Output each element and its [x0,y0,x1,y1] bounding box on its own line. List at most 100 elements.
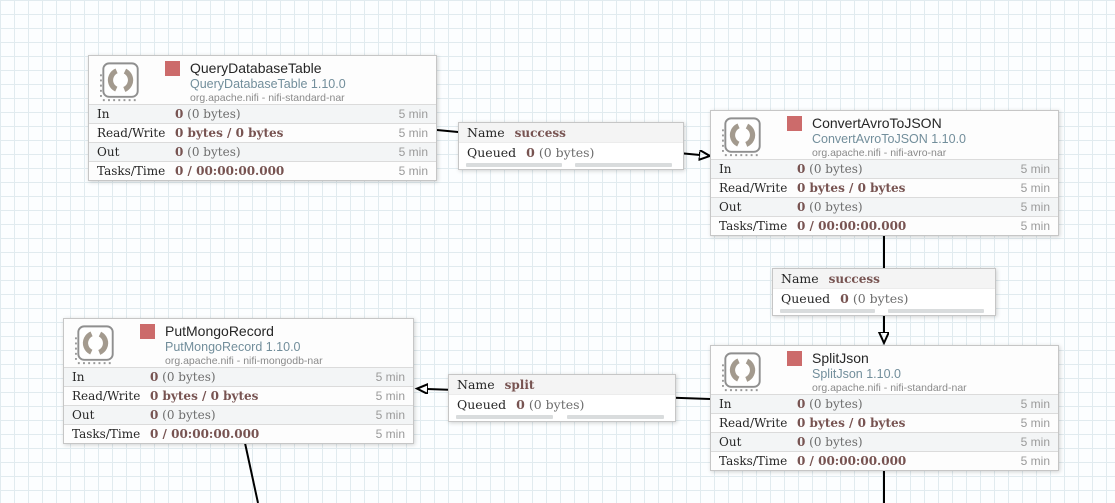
stat-value: 0 bytes / 0 bytes [175,126,284,140]
processor-stats: In 0 (0 bytes) 5 min Read/Write 0 bytes / 0 … [711,394,1058,470]
stat-window: 5 min [398,164,428,178]
stat-value: 0 (0 bytes) [175,145,241,159]
stat-value: 0 (0 bytes) [797,162,863,176]
processor-header: QueryDatabaseTable QueryDatabaseTable 1.… [89,56,436,104]
connection-queued-count: 0 [526,145,535,160]
stat-window: 5 min [1020,162,1050,176]
stat-window: 5 min [1020,435,1050,449]
stat-label: Tasks/Time [72,427,141,441]
processor-bundle: org.apache.nifi - nifi-avro-nar [812,147,947,159]
processor-name: PutMongoRecord [165,323,274,339]
connection-queued-row: Queued 0 (0 bytes) [773,289,995,308]
stat-row-tasks-time: Tasks/Time 0 / 00:00:00.000 5 min [64,424,413,443]
stat-window: 5 min [1020,181,1050,195]
processor-header: SplitJson SplitJson 1.10.0 org.apache.ni… [711,346,1058,394]
connection-name-value: success [828,271,880,286]
connection-queued-size: (0 bytes) [538,145,595,160]
connection-name-row: Name success [773,269,995,289]
stat-value: 0 (0 bytes) [150,370,216,384]
stat-label: Read/Write [719,416,788,430]
stat-value: 0 / 00:00:00.000 [175,164,285,178]
connection-name-label: Name [781,271,819,286]
stat-window: 5 min [398,107,428,121]
connection-queued-row: Queued 0 (0 bytes) [459,143,683,162]
processor-type-version: PutMongoRecord 1.10.0 [165,340,301,354]
stat-window: 5 min [375,427,405,441]
stopped-indicator-icon [787,351,802,366]
connection-name-value: split [504,377,535,392]
stat-value: 0 / 00:00:00.000 [150,427,260,441]
stat-value: 0 bytes / 0 bytes [797,416,906,430]
connection-queued-count: 0 [840,291,849,306]
processor-splitjson[interactable]: SplitJson SplitJson 1.10.0 org.apache.ni… [710,345,1059,471]
connection-name-row: Name split [449,375,675,395]
stat-window: 5 min [375,389,405,403]
stat-label: In [97,107,110,121]
stat-value: 0 / 00:00:00.000 [797,219,907,233]
stat-value: 0 bytes / 0 bytes [150,389,259,403]
connection-progress-bars [459,162,683,169]
stopped-indicator-icon [165,61,180,76]
connection-progress-bars [449,414,675,421]
processor-header: ConvertAvroToJSON ConvertAvroToJSON 1.10… [711,111,1058,159]
processor-convertavrotojson[interactable]: ConvertAvroToJSON ConvertAvroToJSON 1.10… [710,110,1059,236]
stat-row-read-write: Read/Write 0 bytes / 0 bytes 5 min [64,386,413,405]
connection-queued-label: Queued [467,145,517,160]
stat-label: Read/Write [72,389,141,403]
processor-bundle: org.apache.nifi - nifi-mongodb-nar [165,355,323,367]
stat-value: 0 (0 bytes) [175,107,241,121]
stat-window: 5 min [1020,416,1050,430]
stat-label: Out [719,435,742,449]
connection-queued-label: Queued [781,291,831,306]
connection-line-putmongo-down[interactable] [244,442,259,503]
connection-label-success-2[interactable]: Name success Queued 0 (0 bytes) [772,268,996,316]
stopped-indicator-icon [140,324,155,339]
stat-value: 0 (0 bytes) [150,408,216,422]
stopped-indicator-icon [787,116,802,131]
stat-window: 5 min [398,145,428,159]
queued-count-bar [455,415,553,419]
processor-bundle: org.apache.nifi - nifi-standard-nar [190,92,345,104]
processor-putmongorecord[interactable]: PutMongoRecord PutMongoRecord 1.10.0 org… [63,318,414,444]
stat-row-out: Out 0 (0 bytes) 5 min [711,197,1058,216]
connection-label-success-1[interactable]: Name success Queued 0 (0 bytes) [458,122,684,170]
processor-querydatabasetable[interactable]: QueryDatabaseTable QueryDatabaseTable 1.… [88,55,437,181]
processor-type-version: ConvertAvroToJSON 1.10.0 [812,132,967,146]
stat-label: In [72,370,85,384]
processor-name: ConvertAvroToJSON [812,115,942,131]
stat-row-read-write: Read/Write 0 bytes / 0 bytes 5 min [89,123,436,142]
stat-label: In [719,162,732,176]
stat-label: In [719,397,732,411]
stat-value: 0 (0 bytes) [797,397,863,411]
connection-label-split[interactable]: Name split Queued 0 (0 bytes) [448,374,676,422]
stat-value: 0 (0 bytes) [797,200,863,214]
queued-size-bar [888,309,984,313]
queued-count-bar [465,163,563,167]
processor-header: PutMongoRecord PutMongoRecord 1.10.0 org… [64,319,413,367]
stat-label: Out [719,200,742,214]
connection-queued-label: Queued [457,397,507,412]
queued-count-bar [779,309,876,313]
connection-name-label: Name [467,125,505,140]
stat-window: 5 min [398,126,428,140]
stat-window: 5 min [375,370,405,384]
queued-size-bar [575,163,672,167]
stat-label: Read/Write [97,126,166,140]
stat-label: Out [72,408,95,422]
stat-label: Tasks/Time [719,219,788,233]
stat-window: 5 min [1020,200,1050,214]
stat-window: 5 min [1020,454,1050,468]
stat-value: 0 / 00:00:00.000 [797,454,907,468]
connection-name-label: Name [457,377,495,392]
stat-label: Tasks/Time [719,454,788,468]
processor-name: SplitJson [812,350,869,366]
